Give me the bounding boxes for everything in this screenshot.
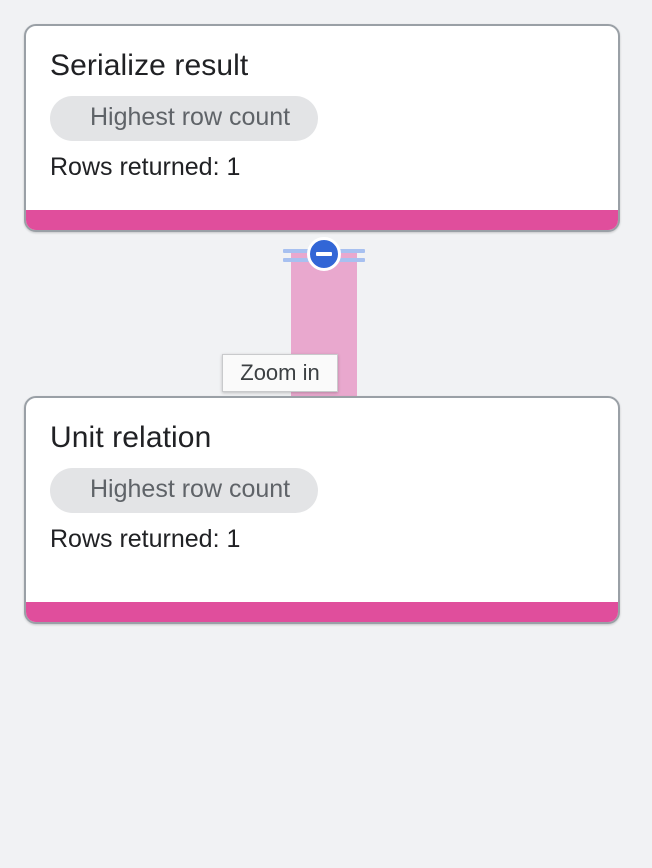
- node-card-body: Serialize result Highest row count Rows …: [26, 26, 618, 182]
- minus-glyph: [316, 252, 332, 256]
- node-accent-bar: [26, 602, 618, 622]
- node-chip-badge[interactable]: Highest row count: [50, 468, 319, 513]
- edge-rail-line-left-upper: [283, 249, 309, 253]
- edge-rail-line-right-upper: [339, 249, 365, 253]
- node-rows-returned: Rows returned: 1: [50, 525, 241, 553]
- node-card-body: Unit relation Highest row count Rows ret…: [26, 398, 618, 554]
- edge-zoom-control[interactable]: [283, 237, 365, 271]
- edge-rail-line-right-lower: [339, 258, 365, 262]
- minus-circle-icon[interactable]: [307, 237, 341, 271]
- edge-rail-line-left-lower: [283, 258, 309, 262]
- node-title: Serialize result: [50, 49, 249, 82]
- tooltip-label: Zoom in: [240, 360, 320, 385]
- node-accent-bar: [26, 210, 618, 230]
- tooltip: Zoom in: [222, 354, 338, 392]
- node-title: Unit relation: [50, 421, 212, 454]
- node-card-unit-relation[interactable]: Unit relation Highest row count Rows ret…: [24, 396, 620, 624]
- node-rows-returned: Rows returned: 1: [50, 153, 241, 181]
- node-card-serialize-result[interactable]: Serialize result Highest row count Rows …: [24, 24, 620, 232]
- node-chip-badge[interactable]: Highest row count: [50, 96, 319, 141]
